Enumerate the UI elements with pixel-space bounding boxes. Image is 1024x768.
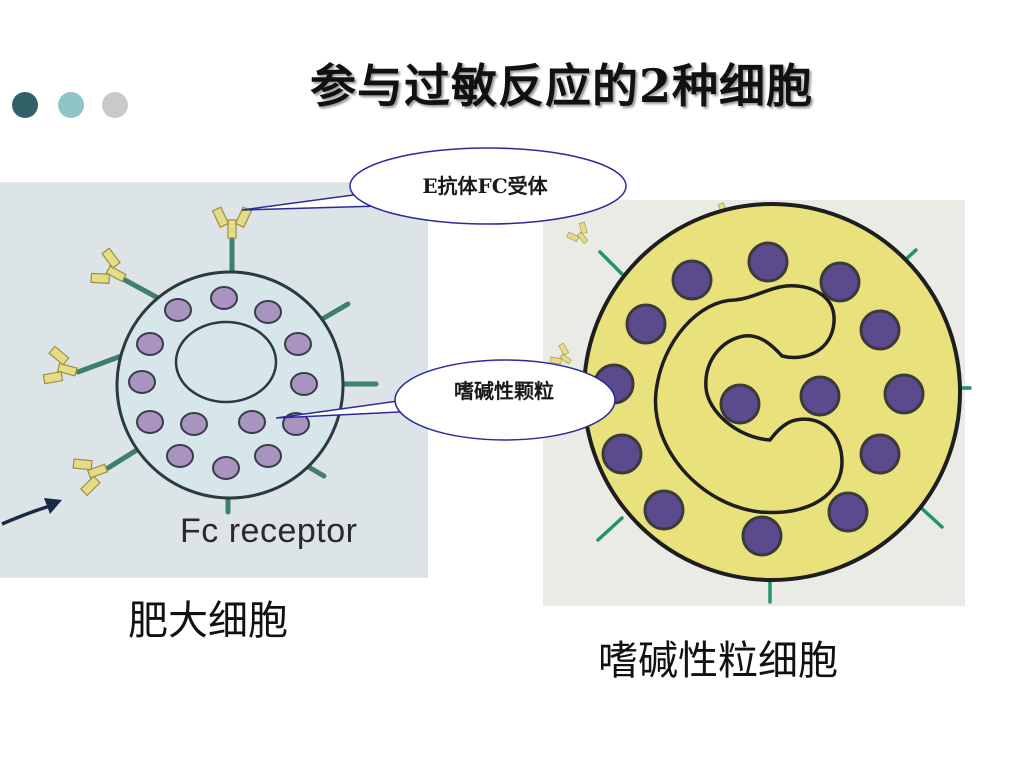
granule (719, 383, 761, 425)
receptor-stalk (122, 277, 161, 301)
ige-antibodies (42, 206, 253, 497)
granule (284, 332, 312, 356)
granule (164, 298, 192, 322)
ige-antibody (90, 247, 127, 284)
granule (625, 303, 667, 345)
receptor-stalk (75, 352, 127, 375)
granule (827, 491, 869, 533)
ige-antibody (566, 221, 589, 244)
granule (859, 433, 901, 475)
granule (747, 241, 789, 283)
dot-teal (58, 92, 84, 118)
granule (601, 433, 643, 475)
pointer-arrow (1, 498, 62, 526)
granule (643, 489, 685, 531)
granule (290, 372, 318, 396)
ige-antibody (42, 345, 78, 385)
granule (166, 444, 194, 468)
mast-cell-granules (128, 286, 318, 480)
ige-antibody (72, 458, 109, 497)
callout-basophil-granule-text: 嗜碱性颗粒 (454, 379, 554, 403)
granule (819, 261, 861, 303)
mast-cell-caption: 肥大细胞 (128, 598, 288, 644)
granule (883, 373, 925, 415)
fc-receptor-label: Fc receptor (180, 512, 358, 550)
granule (136, 332, 164, 356)
basophil-nucleus (653, 284, 844, 515)
dot-gray (102, 92, 128, 118)
mast-cell (1, 206, 379, 526)
callout-ige-fc-receptor (241, 147, 627, 225)
granule (859, 309, 901, 351)
granule (180, 412, 208, 436)
basophil-granules (593, 241, 925, 557)
dot-dark (12, 92, 38, 118)
ige-antibody (549, 342, 572, 365)
granule (254, 300, 282, 324)
granule (210, 286, 238, 310)
receptor-stalk (321, 301, 351, 321)
receptor-stalk (916, 503, 944, 529)
granule (799, 375, 841, 417)
basophil-caption: 嗜碱性粒细胞 (598, 638, 838, 684)
granule (671, 259, 713, 301)
mast-cell-nucleus (174, 320, 278, 404)
granule (282, 412, 310, 436)
callout-ige-fc-receptor-text: E抗体FC受体 (422, 174, 548, 198)
granule (136, 410, 164, 434)
granule (238, 410, 266, 434)
receptor-stalk (598, 250, 624, 276)
ige-antibody (211, 206, 253, 239)
granule (128, 370, 156, 394)
slide-title: 参与过敏反应的2种细胞 (310, 59, 814, 113)
granule (741, 515, 783, 557)
receptor-stalk (105, 445, 143, 471)
granule (254, 444, 282, 468)
basophil (549, 202, 972, 604)
callout-basophil-granule (275, 359, 616, 441)
granule (212, 456, 240, 480)
receptor-stalk (596, 516, 624, 542)
